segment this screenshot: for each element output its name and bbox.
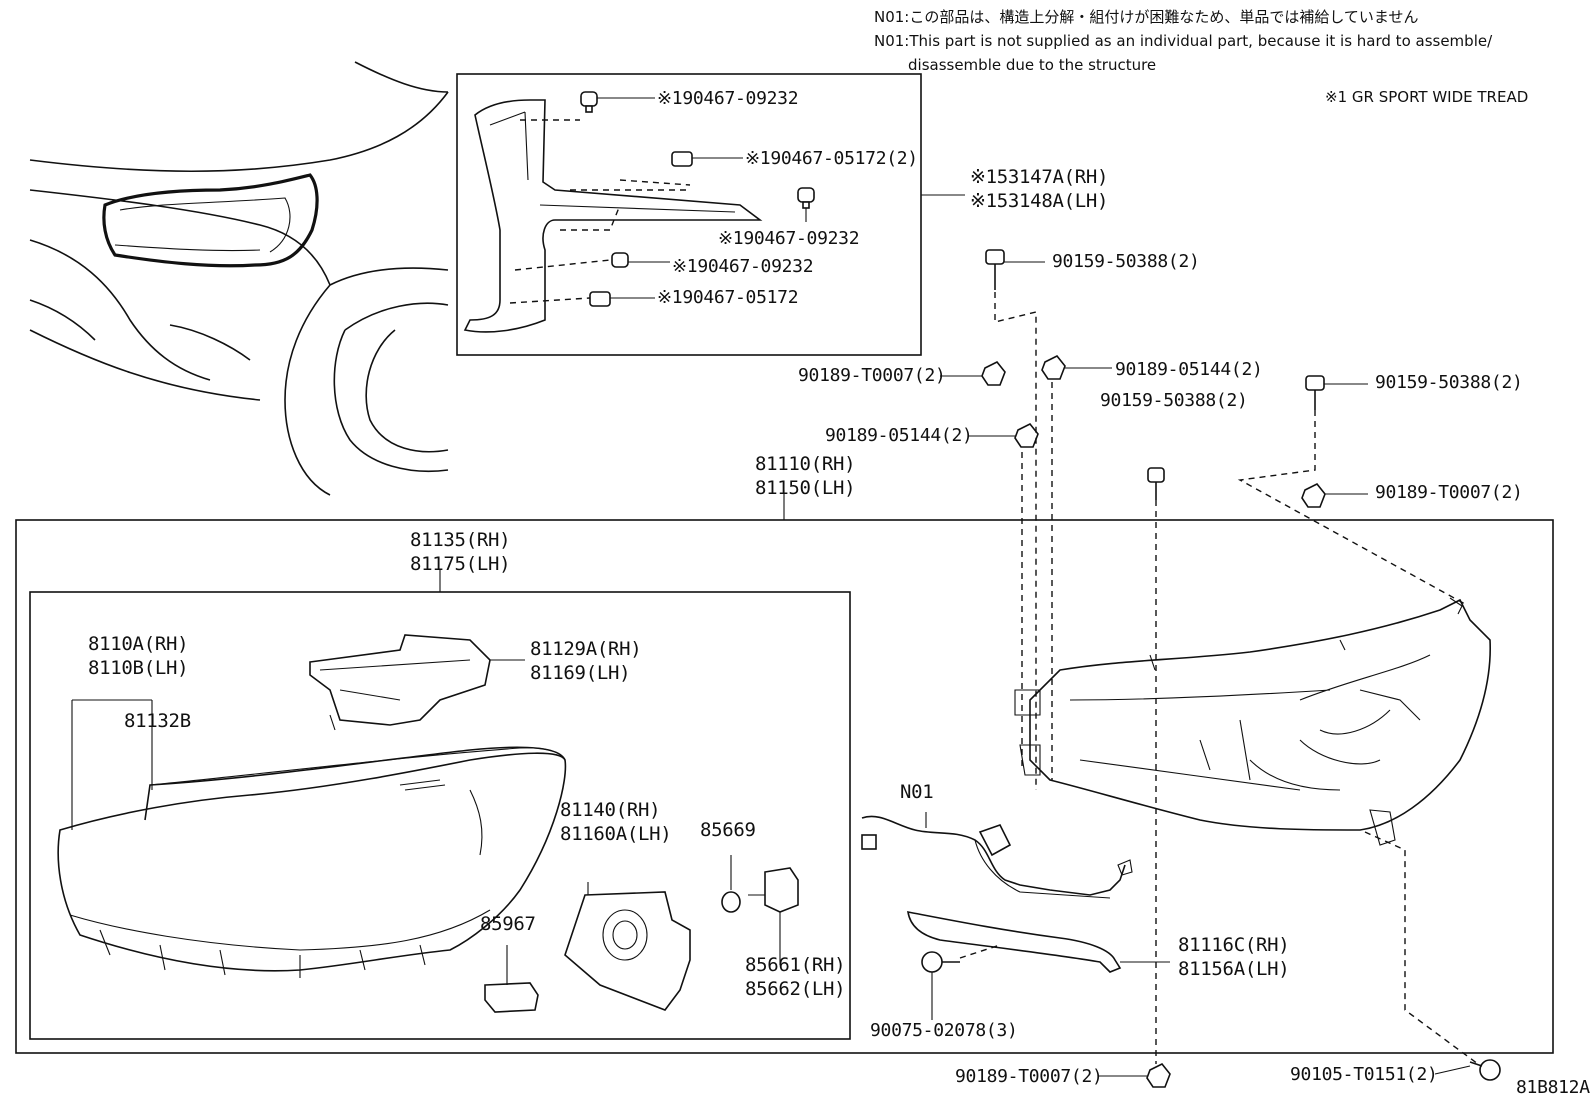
clip-icon	[611, 252, 629, 268]
bolt-icon	[985, 249, 1045, 290]
leader-lines-left	[71, 699, 153, 830]
headlamp-assembly-box	[15, 490, 1554, 1054]
part-label[interactable]: 90189-T0007(2)	[955, 1066, 1103, 1087]
headlamp-assembly-complete	[1014, 597, 1492, 846]
part-label[interactable]: 81140(RH)	[560, 799, 661, 821]
part-label[interactable]: ※190467-09232	[672, 256, 814, 277]
socket-85967	[484, 945, 539, 1013]
clip-icon	[580, 91, 598, 113]
clip-icon	[797, 187, 815, 209]
part-label[interactable]: 81116C(RH)	[1178, 934, 1290, 956]
projector-81140	[564, 882, 691, 1011]
nut-icon	[1301, 482, 1368, 508]
part-label[interactable]: 85669	[700, 819, 756, 841]
part-label[interactable]: 85662(LH)	[745, 978, 846, 1000]
part-label[interactable]: ※153147A(RH)	[970, 166, 1109, 188]
note-n01-japanese: N01:この部品は、構造上分解・組付けが困難なため、単品では補給していません	[874, 8, 1419, 26]
garnish-kit-box	[456, 73, 965, 356]
part-label[interactable]: 81110(RH)	[755, 453, 856, 475]
part-label[interactable]: 90189-T0007(2)	[798, 365, 946, 386]
part-label[interactable]: 81132B	[124, 710, 191, 732]
part-label[interactable]: 90159-50388(2)	[1100, 390, 1248, 411]
part-label[interactable]: 81156A(LH)	[1178, 958, 1290, 980]
nut-icon	[940, 360, 1006, 386]
bolt-icon	[1434, 1059, 1501, 1081]
diagram-id: 81B812A	[1516, 1077, 1590, 1098]
part-label[interactable]: 85967	[480, 913, 536, 935]
part-label[interactable]: 90189-05144(2)	[825, 425, 973, 446]
part-label[interactable]: 85661(RH)	[745, 954, 846, 976]
clip-icon	[589, 291, 611, 307]
part-label[interactable]: 90189-T0007(2)	[1375, 482, 1523, 503]
note-n01-english-line1: N01:This part is not supplied as an indi…	[874, 32, 1493, 50]
part-label[interactable]: 81160A(LH)	[560, 823, 672, 845]
garnish-strip-81116c	[907, 911, 1170, 973]
nut-icon	[968, 422, 1039, 448]
part-label[interactable]: ※190467-09232	[718, 228, 860, 249]
note-grade: ※1 GR SPORT WIDE TREAD	[1325, 88, 1529, 106]
clip-icon	[671, 151, 693, 167]
part-label[interactable]: 90189-05144(2)	[1115, 359, 1263, 380]
bolt-icon	[921, 951, 960, 1020]
headlamp-lens-housing	[57, 746, 567, 978]
part-label[interactable]: ※190467-05172(2)	[745, 148, 918, 169]
part-label[interactable]: 81150(LH)	[755, 477, 856, 499]
part-label[interactable]: N01	[900, 781, 934, 803]
nut-icon	[1098, 1062, 1171, 1088]
part-label[interactable]: 90159-50388(2)	[1052, 251, 1200, 272]
bracket-81129a	[309, 634, 525, 731]
part-label[interactable]: 8110B(LH)	[88, 657, 189, 679]
part-label[interactable]: ※153148A(LH)	[970, 190, 1109, 212]
part-label[interactable]: 90105-T0151(2)	[1290, 1064, 1438, 1085]
part-label[interactable]: 90159-50388(2)	[1375, 372, 1523, 393]
part-label[interactable]: 81175(LH)	[410, 553, 511, 575]
bolt-icon	[1147, 467, 1165, 500]
vehicle-front-illustration	[29, 61, 449, 496]
wire-harness-n01	[861, 812, 1133, 899]
part-label[interactable]: 81169(LH)	[530, 662, 631, 684]
nut-icon	[1041, 354, 1112, 380]
part-label[interactable]: 8110A(RH)	[88, 633, 189, 655]
bulb-85661	[721, 855, 799, 965]
part-label[interactable]: 81135(RH)	[410, 529, 511, 551]
part-label[interactable]: ※190467-05172	[657, 287, 799, 308]
note-n01-english-line2: disassemble due to the structure	[908, 56, 1157, 74]
part-label[interactable]: ※190467-09232	[657, 88, 799, 109]
assembly-guide-lines	[959, 292, 1479, 1065]
part-label[interactable]: 90075-02078(3)	[870, 1020, 1018, 1041]
part-label[interactable]: 81129A(RH)	[530, 638, 642, 660]
bolt-icon	[1305, 375, 1368, 410]
